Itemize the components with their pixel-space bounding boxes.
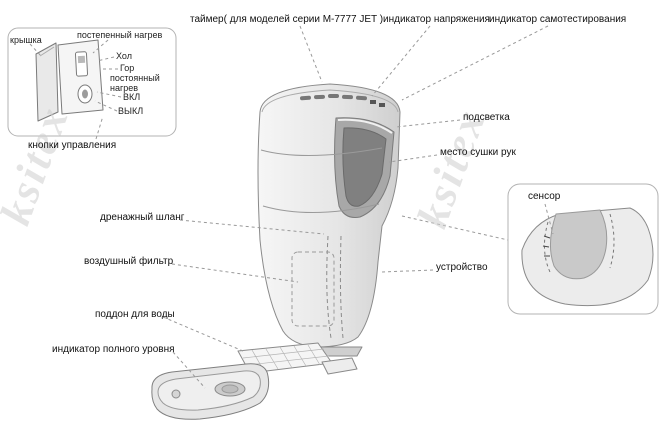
label-sensor: сенсор	[528, 191, 561, 202]
label-gradual-heating: постепенный нагрев	[77, 30, 163, 40]
leader-control-buttons	[95, 115, 104, 140]
leader-water-tray	[162, 316, 244, 352]
label-voltage-indicator: индикатор напряжения	[383, 14, 490, 25]
label-hot: Гор	[120, 63, 135, 73]
leader-full-level	[172, 351, 206, 389]
panel-cover-line	[39, 46, 55, 57]
power-button-inner	[82, 89, 88, 99]
sensor-dashed-arc-left	[544, 221, 551, 273]
sensor-dashed-arc-right	[609, 213, 615, 269]
label-water-tray: поддон для воды	[95, 309, 175, 320]
vent-slots	[300, 94, 367, 101]
label-constant-heating: постоянный нагрев	[110, 73, 160, 94]
drain-hose-dashed-2	[339, 235, 344, 339]
full-level-indicator-dot	[171, 389, 181, 399]
water-tray-illustration	[151, 342, 358, 420]
sensor-cavity	[550, 209, 608, 280]
voltage-led	[370, 100, 376, 104]
front-seam-lower	[262, 203, 380, 214]
panel-cover-flap	[35, 42, 59, 122]
label-drain-hose: дренажный шланг	[100, 212, 185, 223]
leader-lines	[29, 25, 554, 389]
leader-cover	[29, 43, 43, 58]
label-cold: Хол	[116, 51, 132, 61]
heat-switch-knob	[77, 55, 86, 64]
tray-cup-inner	[221, 384, 239, 394]
leader-sensor	[544, 203, 554, 235]
filter-tab	[321, 357, 358, 375]
hand-dryer-illustration	[257, 83, 401, 357]
drying-cavity-inner	[342, 127, 387, 207]
leader-timer	[299, 25, 323, 83]
leader-on	[96, 91, 122, 98]
filter-door-dashed	[291, 251, 335, 327]
drain-hose-dashed	[326, 235, 332, 339]
air-filter-grid	[242, 344, 330, 372]
leader-drain-hose	[179, 219, 325, 235]
label-full-level-indicator: индикатор полного уровня	[52, 344, 175, 355]
backlight-strip	[337, 118, 393, 134]
label-off: ВЫКЛ	[118, 106, 144, 116]
label-cover: крышка	[10, 35, 42, 45]
dryer-top-edge	[261, 89, 399, 113]
leader-off	[94, 100, 118, 112]
leader-voltage	[371, 25, 431, 97]
label-on: ВКЛ	[123, 92, 141, 102]
heat-switch-track	[74, 51, 89, 77]
label-drying-area: место сушки рук	[440, 147, 516, 158]
self-test-led	[379, 103, 385, 107]
leader-cold	[96, 56, 115, 62]
sensor-ticks	[542, 235, 551, 257]
leader-self-test	[401, 25, 549, 101]
front-seam-upper	[260, 147, 383, 156]
leader-sensor-inset-link	[401, 215, 509, 241]
sensor-inset	[507, 183, 659, 315]
label-timer: таймер( для моделей серии M-7777 JET )	[190, 14, 384, 25]
leader-drying-area	[388, 154, 438, 163]
label-air-filter: воздушный фильтр	[84, 256, 174, 267]
water-tray-top	[157, 370, 261, 411]
leader-backlight	[395, 119, 461, 128]
label-backlight: подсветка	[463, 112, 510, 123]
control-panel-inset	[7, 27, 177, 137]
leader-device	[381, 269, 434, 273]
label-control-buttons: кнопки управления	[28, 140, 117, 151]
label-self-test-indicator: индикатор самотестирования	[489, 14, 627, 25]
panel-body	[57, 39, 104, 115]
label-device: устройство	[436, 262, 488, 273]
